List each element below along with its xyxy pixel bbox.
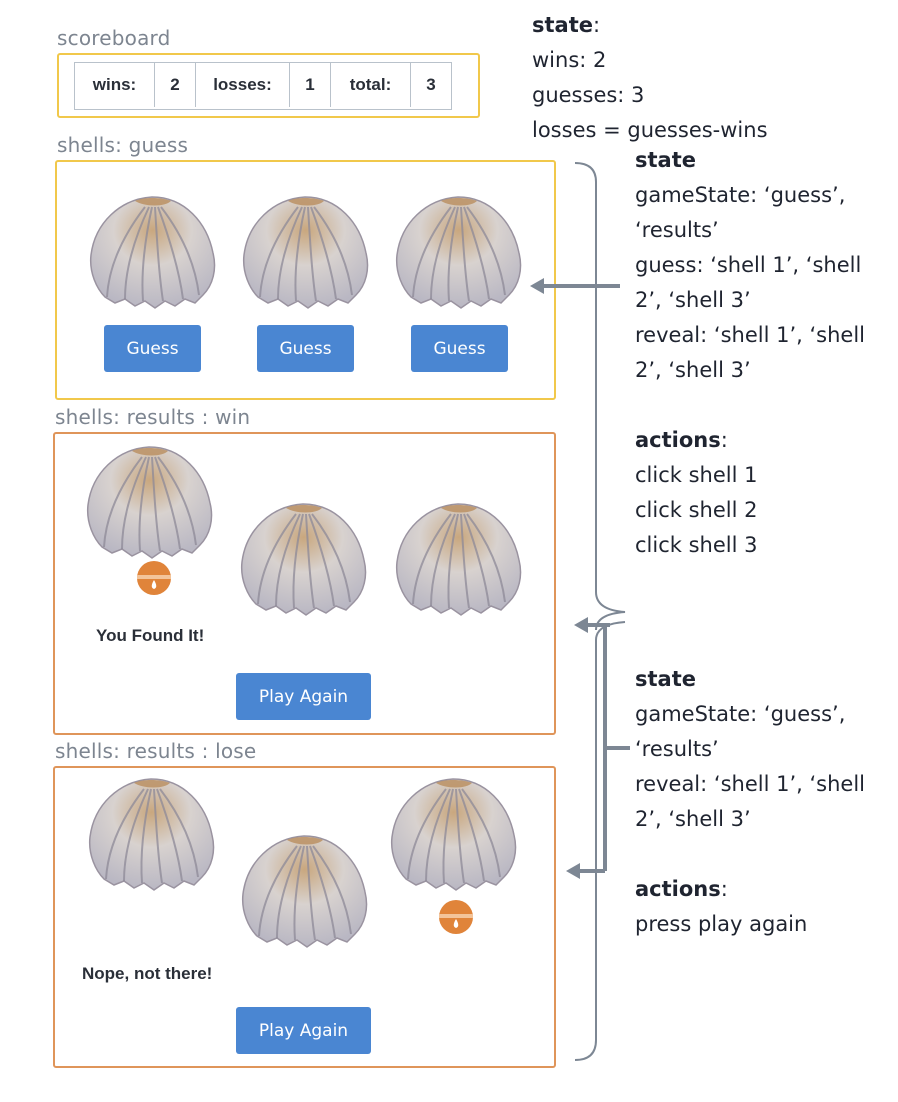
total-label: total:: [331, 63, 411, 107]
lose-panel: [53, 766, 556, 1068]
note-line: wins: 2: [532, 48, 607, 72]
note-line: click shell 1: [635, 463, 758, 487]
note-line: guess: ‘shell 1’, ‘shell: [635, 253, 862, 277]
scoreboard-state-note: state: wins: 2 guesses: 3 losses = guess…: [532, 8, 768, 148]
play-again-button-lose[interactable]: Play Again: [236, 1007, 371, 1054]
win-panel-caption: shells: results : win: [55, 405, 251, 429]
lose-panel-caption: shells: results : lose: [55, 739, 257, 763]
wins-value: 2: [155, 63, 196, 107]
note-line: press play again: [635, 912, 808, 936]
lose-message: Nope, not there!: [82, 964, 213, 983]
note-heading: actions: [635, 428, 721, 452]
losses-value: 1: [290, 63, 331, 107]
losses-label: losses:: [196, 63, 290, 107]
win-panel: [53, 432, 556, 735]
note-line: 2’, ‘shell 3’: [635, 807, 751, 831]
scoreboard-table: wins: 2 losses: 1 total: 3: [74, 62, 452, 110]
note-line: 2’, ‘shell 3’: [635, 288, 751, 312]
guess-button-1[interactable]: Guess: [104, 325, 201, 372]
scoreboard-panel: [57, 53, 480, 118]
results-state-note: state gameState: ‘guess’, ‘results’ reve…: [635, 662, 865, 942]
note-heading: actions: [635, 877, 721, 901]
brace-icon: [574, 162, 626, 631]
brace-icon: [574, 621, 626, 1061]
play-again-button-win[interactable]: Play Again: [236, 673, 371, 720]
note-line: reveal: ‘shell 1’, ‘shell: [635, 772, 865, 796]
guess-button-3[interactable]: Guess: [411, 325, 508, 372]
note-line: click shell 3: [635, 533, 758, 557]
shells-state-note: state gameState: ‘guess’, ‘results’ gues…: [635, 143, 865, 563]
guess-panel-caption: shells: guess: [57, 133, 189, 157]
note-line: reveal: ‘shell 1’, ‘shell: [635, 323, 865, 347]
note-heading: state: [635, 667, 696, 691]
note-heading: state: [532, 13, 593, 37]
win-message: You Found It!: [96, 626, 205, 645]
note-line: losses = guesses-wins: [532, 118, 768, 142]
note-line: click shell 2: [635, 498, 758, 522]
scoreboard-caption: scoreboard: [57, 26, 171, 50]
total-value: 3: [426, 75, 436, 94]
note-line: ‘results’: [635, 218, 719, 242]
wins-label: wins:: [75, 63, 155, 107]
guess-panel: [55, 160, 556, 400]
arrow-left-icon: [530, 278, 588, 879]
note-line: gameState: ‘guess’,: [635, 183, 846, 207]
note-line: guesses: 3: [532, 83, 645, 107]
note-line: ‘results’: [635, 737, 719, 761]
note-heading: state: [635, 148, 696, 172]
note-line: gameState: ‘guess’,: [635, 702, 846, 726]
note-line: 2’, ‘shell 3’: [635, 358, 751, 382]
guess-button-2[interactable]: Guess: [257, 325, 354, 372]
